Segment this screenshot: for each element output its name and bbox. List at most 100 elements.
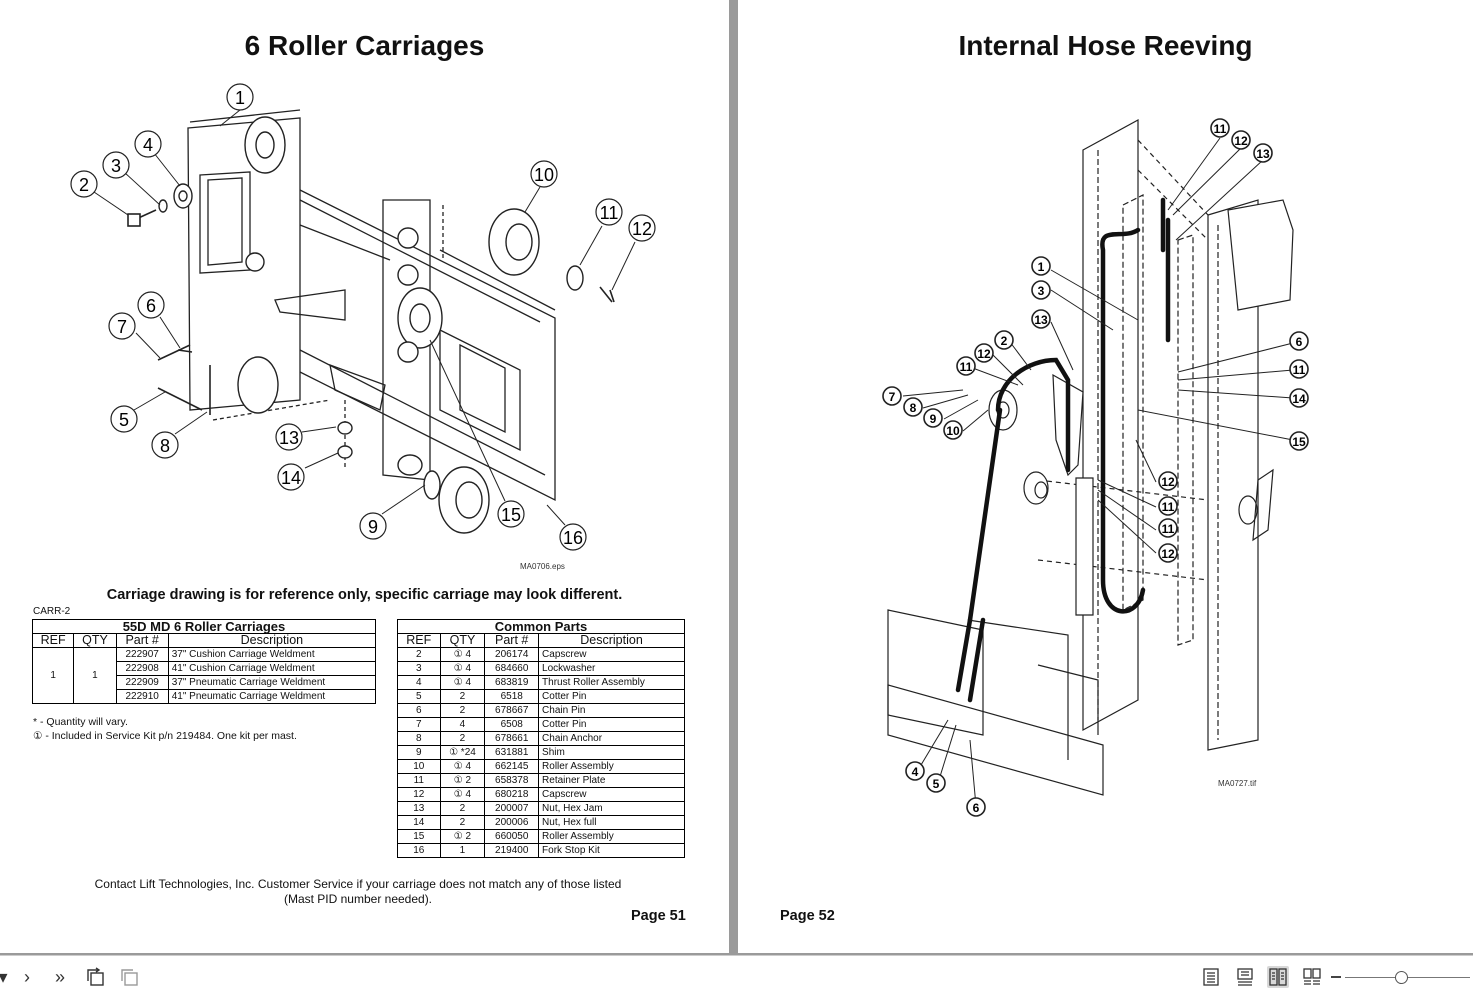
callout-6: 6: [1289, 331, 1309, 351]
zoom-out-icon[interactable]: [1331, 976, 1341, 978]
callout-number: 10: [946, 424, 960, 438]
column-header: Description: [538, 633, 685, 648]
description-cell: 37" Cushion Carriage Weldment: [167, 647, 377, 662]
description-cell: 41" Cushion Carriage Weldment: [167, 661, 377, 676]
description-cell: Thrust Roller Assembly: [538, 675, 685, 690]
callout-12: 12: [628, 214, 656, 242]
description-cell: Cotter Pin: [538, 717, 685, 732]
column-header: REF: [31, 633, 75, 648]
callout-circle: [1231, 130, 1251, 150]
callout-number: 16: [563, 528, 583, 548]
callout-circle: [559, 523, 587, 551]
callout-number: 4: [912, 765, 919, 779]
description-cell: Fork Stop Kit: [538, 843, 685, 858]
part-number-cell: 219400: [484, 843, 540, 858]
callout-circle: [956, 356, 976, 376]
callout-circle: [277, 463, 305, 491]
callout-11: 11: [1289, 359, 1309, 379]
common-parts-table: Common Parts REF QTY Part # Description …: [397, 619, 685, 858]
previous-page-icon[interactable]: ▾: [0, 966, 8, 987]
contact-line: (Mast PID number needed).: [283, 892, 433, 906]
callout-12: 12: [1231, 130, 1251, 150]
page-number: Page 51: [631, 908, 686, 924]
single-page-icon[interactable]: [1200, 966, 1222, 988]
left-page: 6 Roller Carriages: [0, 0, 729, 953]
callout-13: 13: [275, 423, 303, 451]
part-number-cell: 680218: [484, 787, 540, 802]
callout-4: 4: [134, 130, 162, 158]
contact-note: Contact Lift Technologies, Inc. Customer…: [0, 877, 716, 907]
qty-cell: 1: [439, 843, 486, 858]
callout-11: 11: [1158, 518, 1178, 538]
callout-circle: [943, 420, 963, 440]
ref-cell: 7: [397, 717, 441, 732]
zoom-slider-thumb[interactable]: [1395, 971, 1409, 984]
callout-number: 9: [930, 412, 937, 426]
callout-11: 11: [595, 198, 623, 226]
part-number-cell: 678667: [484, 703, 540, 718]
description-cell: Capscrew: [538, 787, 685, 802]
rotate-view-alt-icon[interactable]: [118, 966, 140, 988]
callout-circle: [628, 214, 656, 242]
callout-13: 13: [1031, 309, 1051, 329]
callout-circle: [882, 386, 902, 406]
callout-circle: [497, 500, 525, 528]
callout-circle: [70, 170, 98, 198]
two-page-continuous-icon[interactable]: [1301, 966, 1323, 988]
column-header: REF: [397, 633, 441, 648]
part-number-cell: 631881: [484, 745, 540, 760]
column-header: Part #: [115, 633, 169, 648]
part-number-cell: 222907: [115, 647, 169, 662]
callout-circle: [1158, 496, 1178, 516]
callout-circle: [966, 797, 986, 817]
callout-circle: [926, 773, 946, 793]
callout-number: 6: [973, 801, 980, 815]
figure-code: MA0727.tif: [1218, 779, 1257, 788]
description-cell: Chain Anchor: [538, 731, 685, 746]
next-page-icon[interactable]: ›: [24, 966, 30, 987]
part-number-cell: 678661: [484, 731, 540, 746]
two-page-icon[interactable]: [1267, 966, 1289, 988]
callout-circle: [108, 312, 136, 340]
footnote-quantity: * - Quantity will vary.: [33, 716, 128, 728]
callout-circle: [226, 83, 254, 111]
callout-number: 9: [368, 517, 378, 537]
callout-1: 1: [1031, 256, 1051, 276]
figure-code: MA0706.eps: [520, 562, 565, 571]
page-title: 6 Roller Carriages: [244, 30, 485, 61]
callout-circle: [110, 405, 138, 433]
callout-circle: [1158, 543, 1178, 563]
continuous-page-icon[interactable]: [1234, 966, 1256, 988]
part-number-cell: 662145: [484, 759, 540, 774]
description-cell: Shim: [538, 745, 685, 760]
callout-8: 8: [903, 397, 923, 417]
callout-15: 15: [497, 500, 525, 528]
part-number-cell: 684660: [484, 661, 540, 676]
callout-number: 13: [1256, 147, 1270, 161]
callout-11: 11: [1210, 118, 1230, 138]
description-cell: Nut, Hex full: [538, 815, 685, 830]
callout-1: 1: [226, 83, 254, 111]
rotate-view-icon[interactable]: [84, 966, 106, 988]
ref-cell: 9: [397, 745, 441, 760]
part-number-cell: 658378: [484, 773, 540, 788]
zoom-slider[interactable]: [1345, 971, 1470, 984]
callout-7: 7: [882, 386, 902, 406]
ref-cell: 16: [397, 843, 441, 858]
ref-cell: 1: [31, 647, 75, 704]
qty-cell: 2: [439, 689, 486, 704]
last-page-icon[interactable]: »: [54, 966, 65, 987]
ref-cell: 13: [397, 801, 441, 816]
description-cell: Chain Pin: [538, 703, 685, 718]
qty-cell: ① 4: [439, 759, 486, 774]
callout-number: 12: [1234, 134, 1248, 148]
column-header: Part #: [484, 633, 540, 648]
